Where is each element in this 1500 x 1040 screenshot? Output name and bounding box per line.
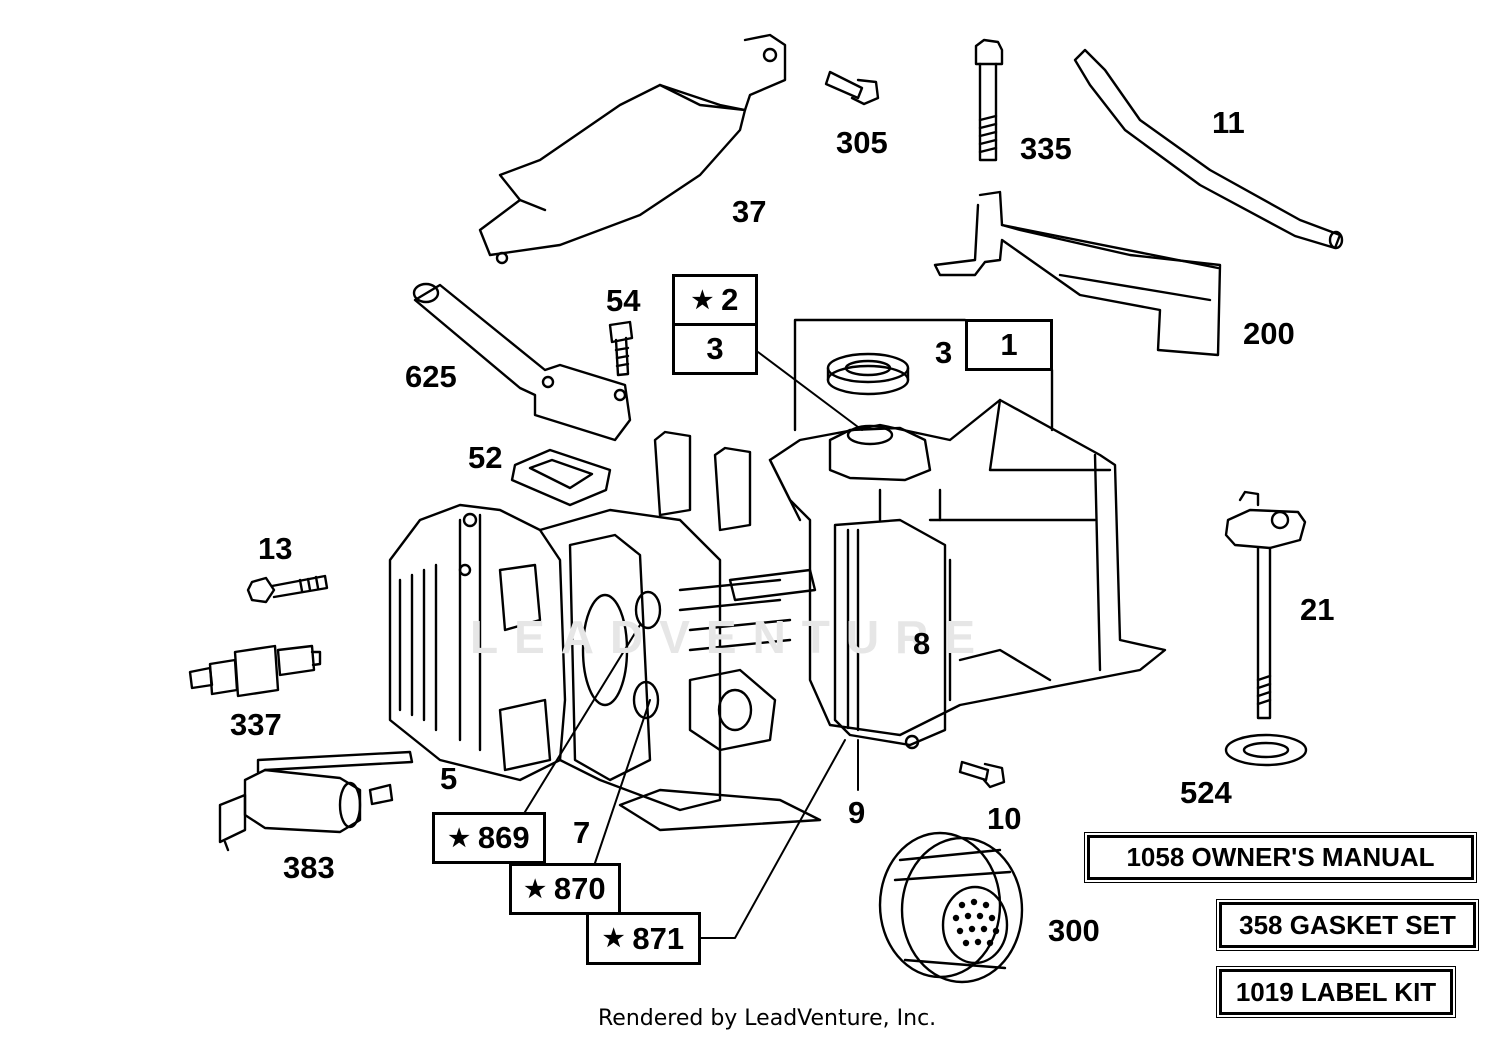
bolt-part-335 [974, 38, 1004, 162]
boxed-callout-871-label: 871 [632, 920, 685, 956]
callout-11: 11 [1212, 105, 1245, 140]
oil-seal-part-3 [826, 352, 910, 396]
muffler-part-300 [878, 831, 1024, 984]
callout-37: 37 [732, 194, 767, 229]
boxed-callout-3: 3 [672, 323, 758, 375]
dipstick-part-21 [1224, 490, 1307, 720]
boxed-callout-1-label: 1 [1000, 327, 1018, 362]
ignition-part-383 [218, 750, 414, 852]
callout-200: 200 [1243, 316, 1295, 351]
boxed-callout-869-label: 869 [477, 820, 530, 855]
callout-3: 3 [935, 335, 953, 370]
baffle-part-37 [478, 33, 787, 265]
star-icon: ★ [602, 925, 625, 952]
callout-9: 9 [848, 795, 866, 830]
callout-5: 5 [440, 761, 458, 796]
callout-8: 8 [913, 626, 931, 661]
boxed-callout-3-label: 3 [706, 331, 724, 366]
cylinder-block-part-1 [768, 398, 1167, 750]
breather-tube-part-625 [412, 282, 632, 442]
callout-337: 337 [230, 707, 282, 742]
governor-vane-part-200 [933, 190, 1222, 357]
kit-owners-manual: 1058 OWNER'S MANUAL [1084, 832, 1477, 883]
bolt-part-13 [246, 574, 329, 604]
star-icon: ★ [691, 286, 714, 314]
star-icon: ★ [448, 824, 470, 852]
callout-bracket-1 [793, 318, 1054, 432]
callout-7: 7 [573, 815, 591, 850]
boxed-callout-870-label: 870 [553, 871, 606, 906]
star-icon: ★ [524, 875, 546, 903]
callout-300: 300 [1048, 913, 1100, 948]
boxed-callout-1: 1 [965, 319, 1053, 371]
bolt-part-10 [958, 760, 1006, 789]
kit-label-kit: 1019 LABEL KIT [1216, 966, 1456, 1018]
callout-13: 13 [258, 531, 293, 566]
kit-gasket-set: 358 GASKET SET [1216, 899, 1479, 951]
watermark: LEADVENTURE [470, 611, 992, 663]
spark-plug-part-337 [188, 644, 322, 698]
link-rod-part-11 [1073, 48, 1344, 250]
callout-383: 383 [283, 850, 335, 885]
callout-21: 21 [1300, 592, 1335, 627]
gasket-part-52 [510, 448, 612, 507]
boxed-callout-2-label: 2 [721, 282, 739, 317]
bolt-part-54 [608, 320, 634, 377]
valve-cover-part-8 [833, 518, 947, 747]
callout-335: 335 [1020, 131, 1072, 166]
cylinder-barrel [538, 430, 822, 832]
footer-credit: Rendered by LeadVenture, Inc. [598, 1006, 937, 1031]
boxed-callout-870: ★ 870 [509, 863, 621, 915]
callout-625: 625 [405, 359, 457, 394]
cylinder-head-part-5 [388, 503, 567, 782]
callout-54: 54 [606, 283, 641, 318]
callout-10: 10 [987, 801, 1022, 836]
boxed-callout-2: ★ 2 [672, 274, 758, 326]
bolt-part-305 [824, 70, 880, 106]
head-gasket-part-7 [568, 533, 652, 782]
callout-524: 524 [1180, 775, 1232, 810]
callout-52: 52 [468, 440, 503, 475]
boxed-callout-869: ★ 869 [432, 812, 546, 864]
boxed-callout-871: ★ 871 [586, 912, 701, 965]
callout-305: 305 [836, 125, 888, 160]
washer-part-524 [1224, 733, 1308, 767]
